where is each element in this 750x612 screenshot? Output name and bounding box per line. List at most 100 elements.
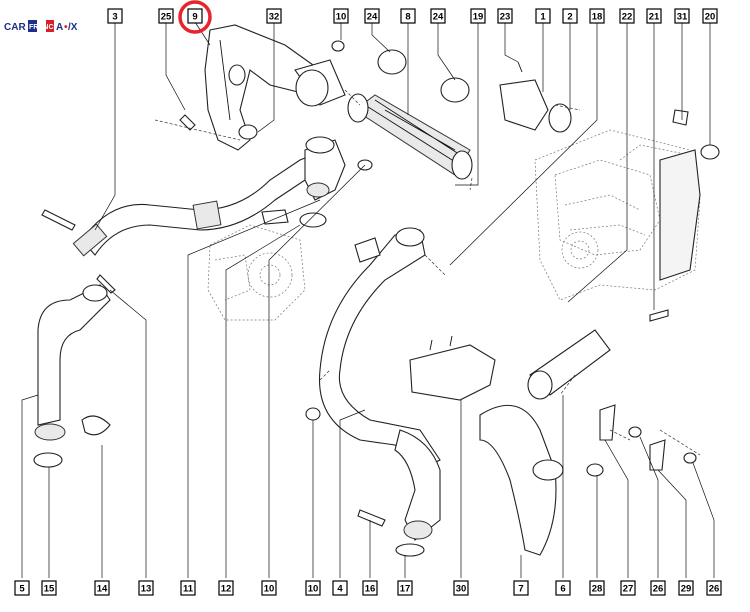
callout-box xyxy=(535,8,551,24)
part-8-corrugated-hose xyxy=(347,93,473,180)
callout-box xyxy=(497,8,513,24)
top-callout-22: 22 xyxy=(619,8,635,24)
part-14-clip xyxy=(81,415,111,436)
callout-box xyxy=(261,580,277,596)
callout-number: 4 xyxy=(337,584,343,595)
callout-box xyxy=(41,580,57,596)
callout-number: 22 xyxy=(622,12,633,23)
callout-number: 16 xyxy=(365,584,376,595)
part-30-canister xyxy=(409,335,496,401)
callout-box xyxy=(397,580,413,596)
bottom-callout-10: 10 xyxy=(261,580,277,596)
part-4-hose xyxy=(318,227,441,557)
callout-number: 10 xyxy=(336,12,347,23)
part-1-airflow-sensor xyxy=(499,61,572,133)
callout-box xyxy=(706,580,722,596)
bottom-callout-16: 16 xyxy=(362,580,378,596)
callout-box xyxy=(138,580,154,596)
callout-box xyxy=(589,580,605,596)
callout-number: 24 xyxy=(433,12,444,23)
callout-number: 20 xyxy=(705,12,716,23)
callout-box xyxy=(94,580,110,596)
callout-number: 28 xyxy=(592,584,603,595)
callout-number: 6 xyxy=(560,584,565,595)
part-9-air-duct xyxy=(204,24,321,151)
callout-number: 32 xyxy=(269,12,280,23)
callout-number: 10 xyxy=(308,584,319,595)
top-callout-1: 1 xyxy=(535,8,551,24)
callout-box xyxy=(620,580,636,596)
part-20-cap xyxy=(700,144,720,160)
callout-box xyxy=(362,580,378,596)
callout-number: 14 xyxy=(97,584,108,595)
callout-number: 30 xyxy=(456,584,467,595)
part-3-pipe xyxy=(72,149,331,257)
bottom-callout-28: 28 xyxy=(589,580,605,596)
callout-number: 31 xyxy=(677,12,688,23)
part-32-hose xyxy=(294,40,470,107)
top-callout-31: 31 xyxy=(674,8,690,24)
svg-text:•: • xyxy=(64,22,68,33)
bottom-callout-7: 7 xyxy=(513,580,529,596)
callout-box xyxy=(555,580,571,596)
top-leader-lines xyxy=(94,21,711,310)
callout-box xyxy=(107,8,123,24)
top-callout-25: 25 xyxy=(158,8,174,24)
callout-box xyxy=(646,8,662,24)
callout-box xyxy=(674,8,690,24)
callout-box xyxy=(589,8,605,24)
callout-number: 18 xyxy=(592,12,603,23)
part-5-elbow-pipe xyxy=(33,284,111,468)
callout-box xyxy=(218,580,234,596)
bottom-callout-29: 29 xyxy=(678,580,694,596)
top-callout-23: 23 xyxy=(497,8,513,24)
callout-number: 26 xyxy=(709,584,720,595)
top-callout-19: 19 xyxy=(470,8,486,24)
highlight-ring xyxy=(178,0,212,34)
callout-box xyxy=(678,580,694,596)
callout-number: 24 xyxy=(367,12,378,23)
bottom-callout-11: 11 xyxy=(180,580,196,596)
top-callout-24: 24 xyxy=(364,8,380,24)
callout-box xyxy=(513,580,529,596)
callout-number: 5 xyxy=(19,584,25,595)
callout-box xyxy=(305,580,321,596)
callout-number: 8 xyxy=(405,12,410,23)
callout-box xyxy=(187,8,203,24)
callout-number: 10 xyxy=(264,584,275,595)
bottom-callout-14: 14 xyxy=(94,580,110,596)
exploded-view-guide-lines xyxy=(154,89,701,456)
callout-number: 3 xyxy=(112,12,117,23)
callout-box xyxy=(702,8,718,24)
bottom-callout-26: 26 xyxy=(650,580,666,596)
bottom-callout-30: 30 xyxy=(453,580,469,596)
svg-text:FRANCE: FRANCE xyxy=(29,24,58,31)
callout-number: 9 xyxy=(192,12,197,23)
callout-number: 23 xyxy=(500,12,511,23)
top-callout-8: 8 xyxy=(400,8,416,24)
top-callout-21: 21 xyxy=(646,8,662,24)
svg-text:CAR: CAR xyxy=(4,22,26,33)
callout-box xyxy=(650,580,666,596)
callout-box xyxy=(14,580,30,596)
bottom-callout-12: 12 xyxy=(218,580,234,596)
bottom-callout-17: 17 xyxy=(397,580,413,596)
turbocharger-drawing xyxy=(207,224,306,321)
callout-number: 2 xyxy=(567,12,572,23)
top-callout-32: 32 xyxy=(266,8,282,24)
bottom-callout-4: 4 xyxy=(332,580,348,596)
callout-box xyxy=(562,8,578,24)
top-callout-24: 24 xyxy=(430,8,446,24)
bottom-callout-10: 10 xyxy=(305,580,321,596)
callout-number: 12 xyxy=(221,584,232,595)
top-callout-3: 3 xyxy=(107,8,123,24)
small-fasteners xyxy=(41,109,697,527)
callout-box xyxy=(332,580,348,596)
callout-number: 19 xyxy=(473,12,484,23)
callout-box xyxy=(158,8,174,24)
callout-box xyxy=(470,8,486,24)
top-callouts: 3 25 9 32 10 24 8 24 19 23 1 2 18 22 21 31 20 xyxy=(107,8,718,24)
callout-number: 7 xyxy=(518,584,523,595)
